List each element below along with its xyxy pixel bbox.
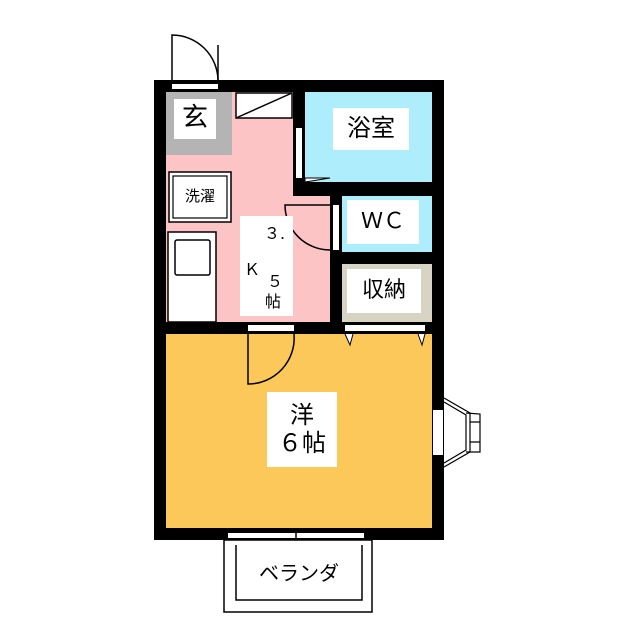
wall-wc-bottom xyxy=(330,252,444,264)
kitchen-label-size2: ５ xyxy=(267,272,284,291)
entrance-door-opening xyxy=(172,84,218,89)
storage-label: 収納 xyxy=(347,269,421,313)
kitchen-label-k: Ｋ xyxy=(244,260,261,279)
wc-door xyxy=(333,205,339,250)
western-room-size: ６帖 xyxy=(278,428,326,457)
right-window xyxy=(433,410,443,455)
wall-left xyxy=(154,80,166,540)
kitchen-label: ３. Ｋ ５ 帖 xyxy=(240,216,293,316)
bay-window xyxy=(443,397,481,468)
bath-label: 浴室 xyxy=(333,108,409,150)
western-room-type: 洋 xyxy=(290,400,314,429)
bath-door-mark xyxy=(304,177,331,183)
closet-door-marks xyxy=(344,333,426,347)
genkan-label: 玄 xyxy=(174,99,216,139)
entrance-door-arc xyxy=(171,34,219,81)
balcony-label: ベランダ xyxy=(259,560,339,585)
wc-door-arc xyxy=(284,204,331,251)
bath-door xyxy=(296,128,302,178)
kitchen-label-size1: ３. xyxy=(264,224,286,243)
closet-doors xyxy=(345,325,425,331)
sink xyxy=(174,239,211,276)
western-room-label: 洋 ６帖 xyxy=(267,392,337,467)
western-door-arc xyxy=(247,333,295,385)
wc-label: ＷＣ xyxy=(347,200,419,244)
western-door-opening xyxy=(248,325,294,331)
laundry-label: 洗濯 xyxy=(176,180,224,214)
kitchen-label-unit: 帖 xyxy=(265,292,282,311)
